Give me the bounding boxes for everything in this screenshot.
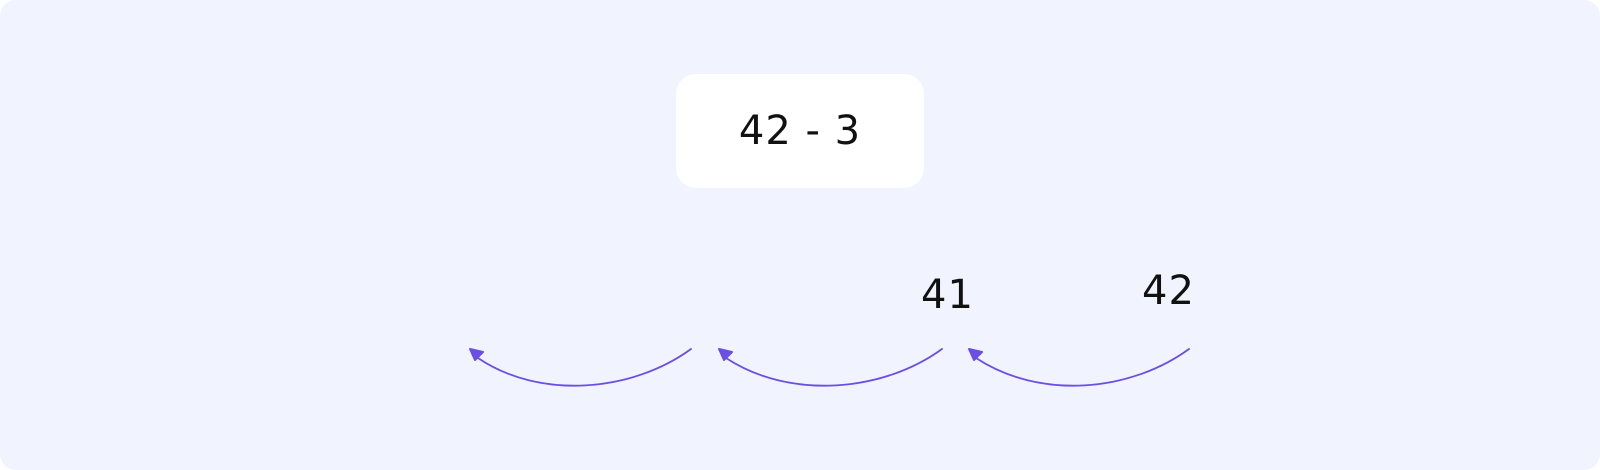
jump-arrow-1 [968, 348, 1190, 387]
jump-arrow-2 [718, 348, 943, 387]
arrowhead-icon [718, 348, 733, 361]
arrowhead-icon [469, 348, 484, 361]
jump-arrow-3 [469, 348, 692, 387]
problem-expression: 42 - 3 [738, 108, 862, 154]
arrowhead-icon [968, 348, 983, 361]
problem-card: 42 - 3 [676, 74, 924, 188]
number-label-start: 42 [1142, 268, 1195, 314]
number-label-after-first-jump: 41 [921, 272, 974, 318]
